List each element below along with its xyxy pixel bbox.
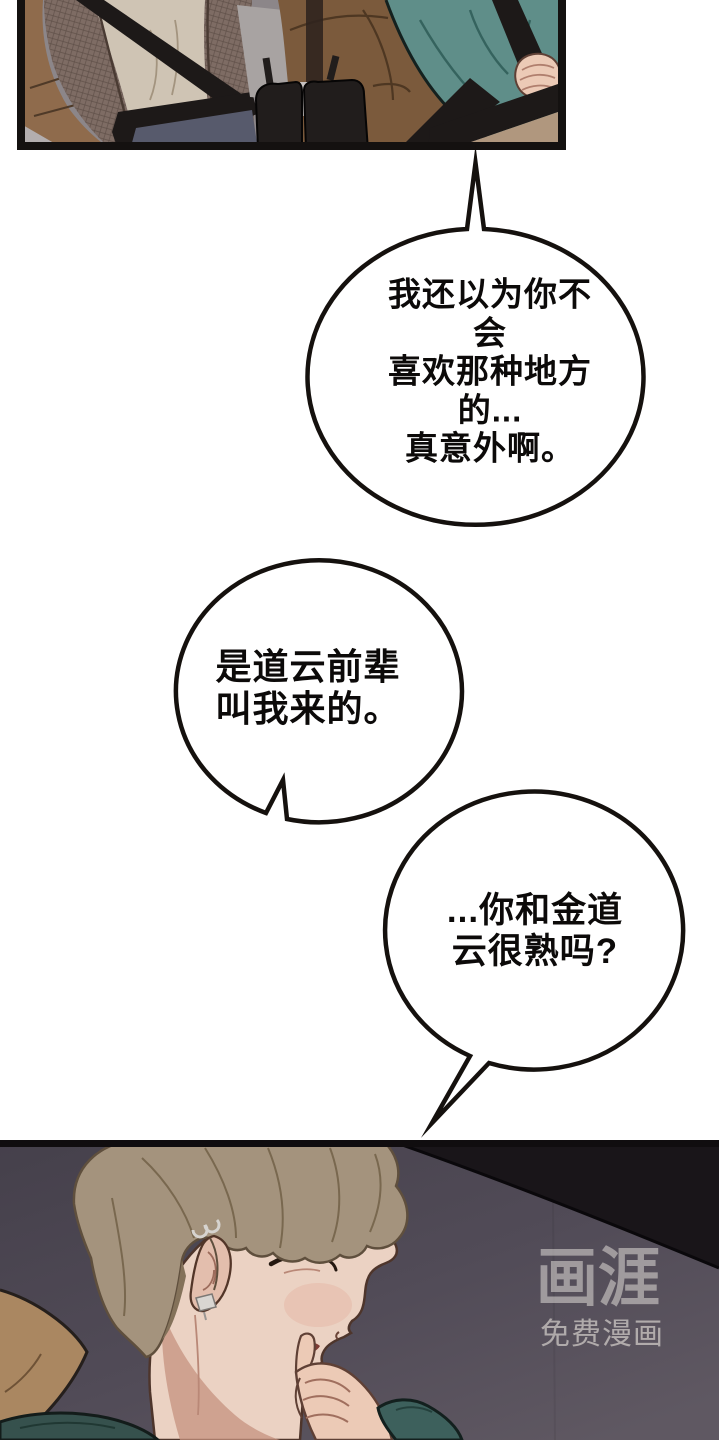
index-finger bbox=[294, 1332, 316, 1374]
right-belt-diagonal bbox=[405, 78, 500, 143]
bag-right bbox=[302, 78, 369, 143]
speech-bubble-1-outline bbox=[305, 145, 646, 527]
door-panel bbox=[24, 0, 103, 143]
shoulder-belt bbox=[76, 0, 262, 122]
speech-bubble-3-outline bbox=[382, 789, 686, 1138]
shirt-collar bbox=[0, 1411, 161, 1440]
door-corner bbox=[24, 126, 54, 143]
bag-left bbox=[254, 80, 303, 143]
nostril bbox=[335, 1331, 340, 1340]
bottom-panel-art bbox=[0, 1140, 719, 1440]
watermark-tagline: 免费漫画 bbox=[540, 1318, 664, 1351]
top-panel-content bbox=[24, 0, 559, 143]
left-passenger bbox=[44, 0, 262, 143]
pants bbox=[131, 110, 257, 143]
top-panel-border bbox=[17, 0, 566, 150]
watermark-logo: 画涯 bbox=[536, 1242, 661, 1315]
helix-earrings bbox=[191, 1218, 221, 1239]
right-passenger bbox=[384, 0, 559, 143]
bottom-panel-border bbox=[0, 1140, 719, 1147]
hair bbox=[72, 1140, 409, 1359]
stud-earring bbox=[195, 1293, 217, 1312]
ear bbox=[189, 1234, 232, 1313]
dark-corner-shape bbox=[388, 1140, 719, 1268]
right-lap-belt bbox=[428, 84, 558, 143]
thumb bbox=[294, 1377, 303, 1419]
hair-strands bbox=[111, 1147, 382, 1317]
speech-bubble-2-outline bbox=[173, 558, 465, 825]
speech-bubble-3-text: ...你和金道 云很熟吗? bbox=[446, 891, 624, 971]
top-panel-art bbox=[17, 0, 566, 150]
speech-bubble-2-text: 是道云前辈 叫我来的。 bbox=[215, 645, 401, 729]
right-pants bbox=[468, 112, 558, 143]
neck-shadow bbox=[161, 1310, 280, 1440]
character bbox=[0, 1140, 464, 1440]
speech-bubble-1-text: 我还以为你不会 喜欢那种地方的... 真意外啊。 bbox=[388, 275, 592, 467]
